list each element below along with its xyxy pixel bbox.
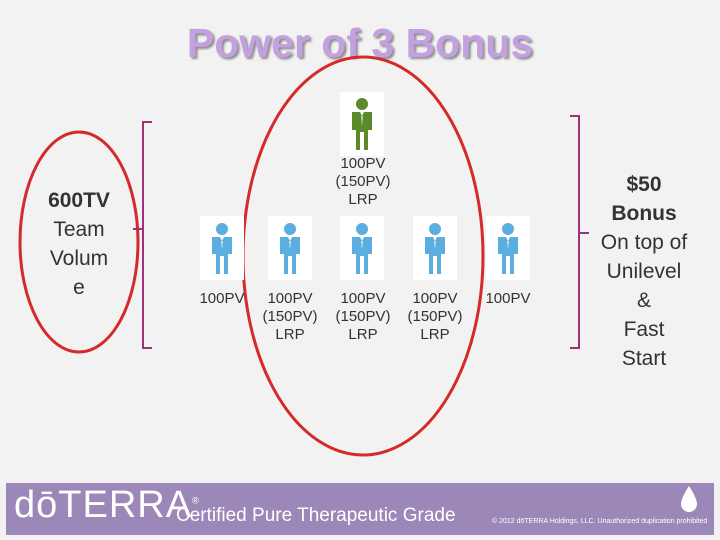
footer-copyright: © 2012 dōTERRA Holdings, LLC. Unauthoriz… — [492, 518, 708, 525]
person-label: 100PV — [463, 290, 553, 308]
brand-name: dōTERRA — [14, 484, 193, 526]
person-label-line1: 100PV — [199, 290, 245, 307]
team-volume-label: 600TV Team Volum e — [32, 186, 126, 302]
person-label: 100PV (150PV) LRP — [318, 290, 408, 344]
person-label-line2: (150PV) — [407, 308, 463, 325]
bonus-line4: Unilevel — [606, 260, 682, 283]
bonus-description: $50 Bonus On top of Unilevel & Fast Star… — [590, 170, 698, 373]
person-label-line3: LRP — [348, 326, 378, 343]
bonus-line3: On top of — [600, 231, 688, 254]
top-person-icon — [340, 92, 384, 156]
person-label-line1: 100PV — [485, 290, 531, 307]
person-label: 100PV (150PV) LRP — [390, 290, 480, 344]
person-label-line3: LRP — [275, 326, 305, 343]
person-icon — [200, 216, 244, 280]
team-volume-line3: Volum — [49, 247, 109, 270]
footer-bar — [6, 483, 714, 535]
person-icon — [340, 216, 384, 280]
person-label-line1: 100PV — [267, 290, 313, 307]
team-volume-line2: Team — [53, 218, 105, 241]
person-label-line3: LRP — [420, 326, 450, 343]
team-volume-line4: e — [73, 276, 85, 299]
person-icon — [413, 216, 457, 280]
bonus-line6: Fast — [623, 318, 665, 341]
person-label-line1: 100PV — [412, 290, 458, 307]
left-bracket — [142, 121, 152, 349]
bonus-line5: & — [636, 289, 651, 312]
person-label-line2: (150PV) — [262, 308, 318, 325]
person-label-line2: (150PV) — [335, 308, 391, 325]
registered-mark: ® — [192, 495, 200, 506]
person-icon — [486, 216, 530, 280]
bonus-line7: Start — [621, 347, 667, 370]
team-volume-line1: 600TV — [48, 189, 110, 212]
top-person-line3: LRP — [348, 191, 378, 208]
person-label-line1: 100PV — [340, 290, 386, 307]
bonus-line1: $50 — [626, 173, 662, 196]
footer-tagline: Certified Pure Therapeutic Grade — [176, 505, 456, 526]
person-label: 100PV (150PV) LRP — [245, 290, 335, 344]
left-highlight-ellipse — [18, 130, 140, 354]
person-label: 100PV — [177, 290, 267, 308]
right-bracket — [570, 115, 580, 349]
bonus-line2: Bonus — [611, 202, 677, 225]
top-person-label: 100PV (150PV) LRP — [318, 155, 408, 209]
top-person-line2: (150PV) — [335, 173, 391, 190]
drop-icon — [681, 486, 697, 512]
brand-logo: dōTERRA® — [14, 484, 200, 527]
person-icon — [268, 216, 312, 280]
top-person-line1: 100PV — [340, 155, 386, 172]
